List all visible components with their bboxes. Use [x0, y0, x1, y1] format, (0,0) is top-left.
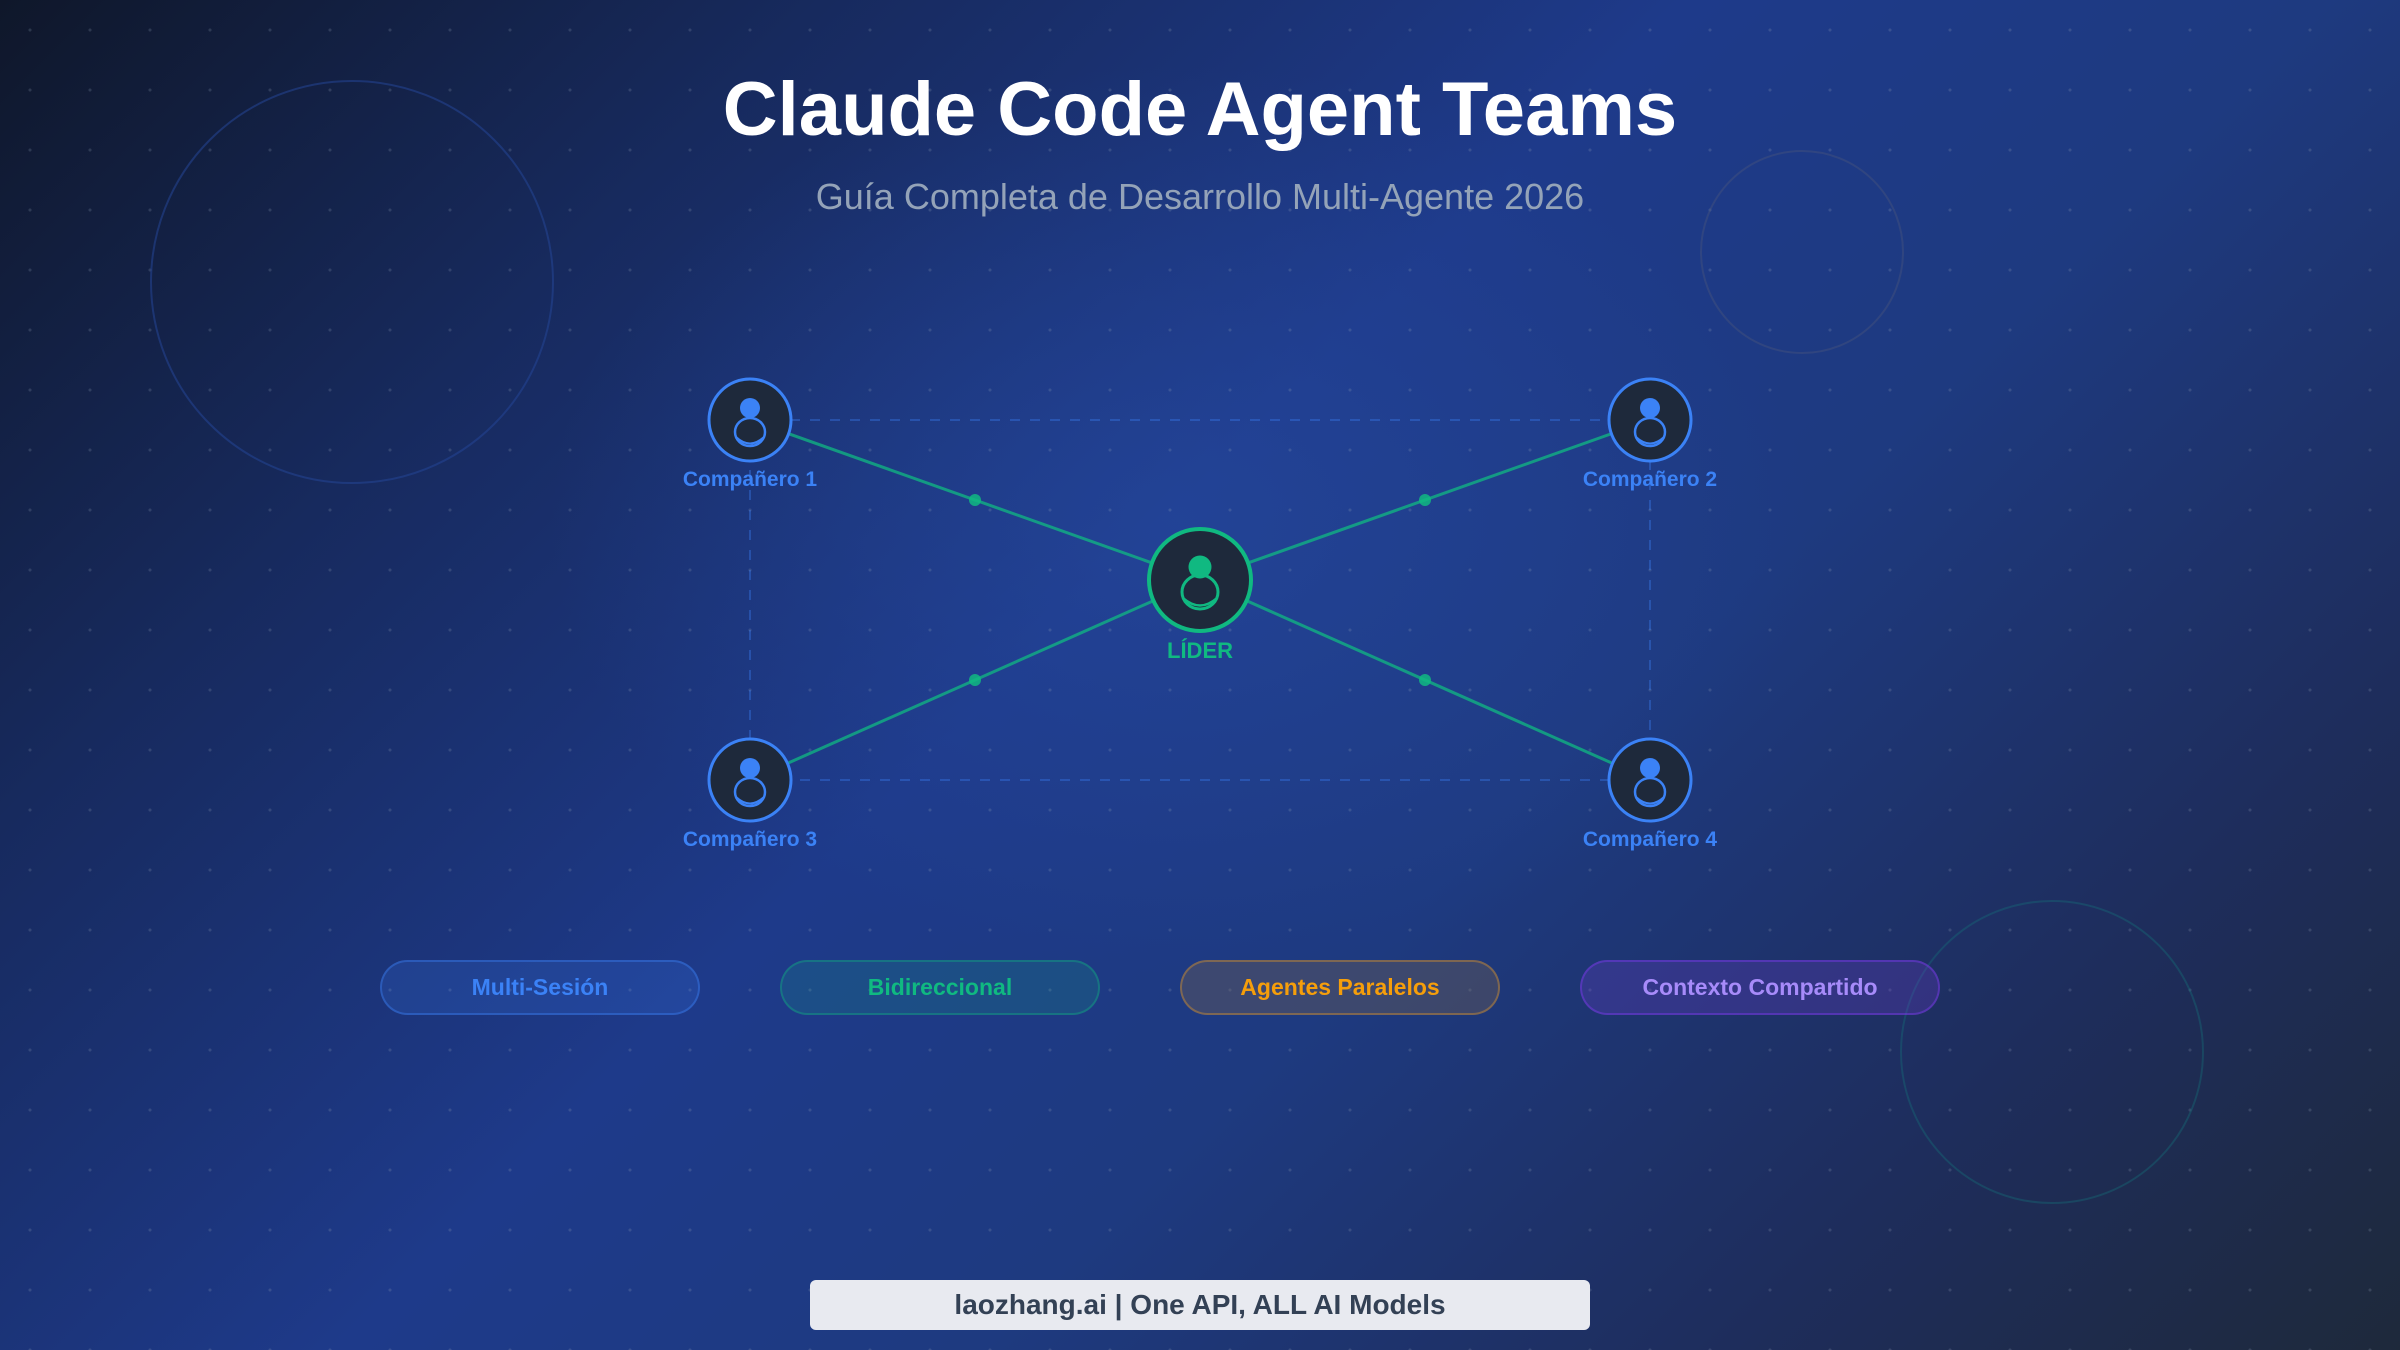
leader-label: LÍDER [1167, 638, 1233, 663]
team-dashed-frame [749, 419, 1651, 781]
feature-pill-multi-session[interactable]: Multi-Sesión [380, 960, 700, 1015]
connector-dot [1419, 494, 1431, 506]
feature-pill-label: Contexto Compartido [1642, 974, 1878, 1000]
page-title: Claude Code Agent Teams [722, 67, 1678, 152]
teammate-node-1[interactable] [707, 377, 793, 463]
feature-pill-label: Bidireccional [867, 974, 1013, 1000]
teammate-node-3[interactable] [707, 737, 793, 823]
connector-dot [969, 674, 981, 686]
teammate-label-4: Compañero 4 [1582, 828, 1718, 851]
leader-node[interactable] [1147, 527, 1253, 633]
feature-pill-label: Agentes Paralelos [1240, 974, 1440, 1000]
connector-dot [969, 494, 981, 506]
person-icon [733, 398, 767, 448]
person-icon [733, 758, 767, 808]
feature-pill-shared-context[interactable]: Contexto Compartido [1580, 960, 1940, 1015]
teammate-label-3: Compañero 3 [682, 828, 818, 851]
footer-text: laozhang.ai | One API, ALL AI Models [954, 1289, 1446, 1320]
person-icon [1633, 398, 1667, 448]
teammate-node-2[interactable] [1607, 377, 1693, 463]
teammate-node-4[interactable] [1607, 737, 1693, 823]
person-icon [1633, 758, 1667, 808]
feature-pill-bidirectional[interactable]: Bidireccional [780, 960, 1100, 1015]
teammate-label-1: Compañero 1 [682, 468, 818, 491]
feature-pill-parallel-agents[interactable]: Agentes Paralelos [1180, 960, 1500, 1015]
page-subtitle: Guía Completa de Desarrollo Multi-Agente… [815, 176, 1585, 217]
footer-banner: laozhang.ai | One API, ALL AI Models [810, 1280, 1590, 1330]
feature-pill-label: Multi-Sesión [471, 974, 609, 1000]
person-icon [1180, 555, 1220, 611]
teammate-label-2: Compañero 2 [1582, 468, 1718, 491]
connector-dot [1419, 674, 1431, 686]
